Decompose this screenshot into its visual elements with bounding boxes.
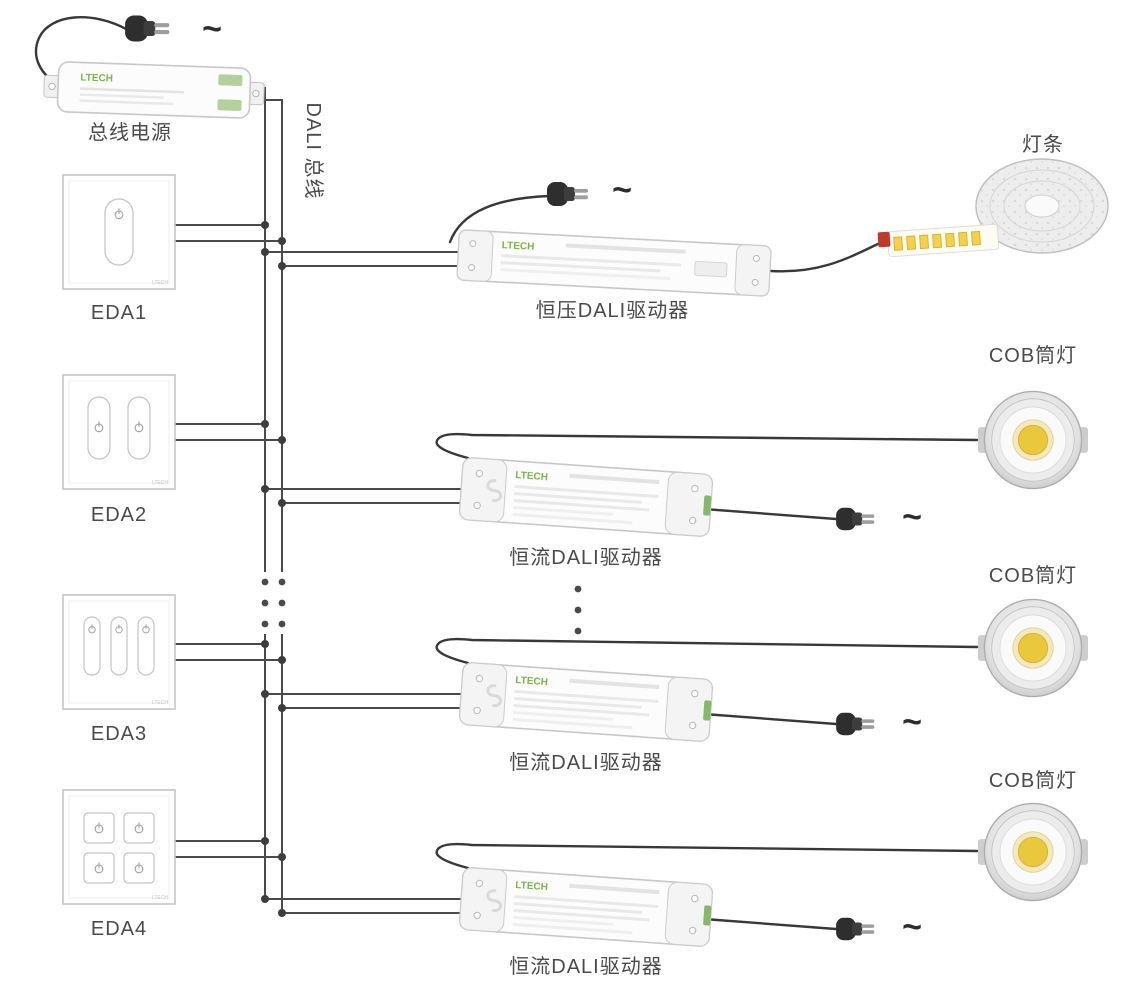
panel-connection-lines	[175, 224, 282, 858]
label-cob-2: COB筒灯	[988, 565, 1078, 587]
strip-connector	[877, 231, 891, 248]
panel-eda3: LTECH	[62, 594, 176, 710]
ac-plug-main	[125, 15, 170, 42]
label-led-strip: 灯条	[1022, 134, 1064, 156]
label-cc-driver-3: 恒流DALI驱动器	[509, 956, 663, 978]
label-eda2: EDA2	[90, 504, 148, 526]
cc-driver-1	[457, 455, 715, 539]
panel-brand-text: LTECH	[152, 895, 168, 901]
wires	[34, 16, 979, 931]
panel-eda2: LTECH	[62, 374, 176, 490]
output-wire-cc3	[435, 842, 979, 870]
touch-button	[137, 616, 155, 676]
drivers-continuation-dots	[574, 585, 582, 635]
ac-cord-cv	[448, 194, 551, 244]
label-bus-power: 总线电源	[88, 122, 172, 144]
panel-frame	[62, 374, 176, 490]
ac-cord-cc1	[702, 507, 838, 521]
output-wire-cc1	[435, 432, 979, 460]
touch-button	[83, 616, 101, 676]
ac-plug-cc3	[836, 917, 875, 941]
cc-driver-body	[457, 660, 715, 744]
panel-frame	[62, 789, 176, 905]
label-eda3: EDA3	[90, 723, 148, 745]
label-cob-1: COB筒灯	[988, 345, 1078, 367]
ac-symbol-cv: ~	[612, 170, 632, 209]
cv-driver-body	[456, 229, 772, 297]
touch-button	[110, 616, 128, 676]
strip-tail	[886, 223, 1000, 258]
cob-downlight-3	[978, 802, 1088, 902]
cc-driver-3	[457, 865, 715, 949]
led-strip-reel	[877, 158, 1109, 258]
label-cob-3: COB筒灯	[988, 770, 1078, 792]
dali-bus	[250, 87, 283, 913]
output-wire-cv	[769, 241, 882, 273]
ac-symbol-main: ~	[202, 9, 222, 48]
ac-cord-cc3	[702, 917, 838, 931]
ac-symbol-cc3: ~	[902, 907, 922, 946]
label-eda4: EDA4	[90, 918, 148, 940]
ac-plug-cv	[547, 182, 588, 206]
panel-brand-text: LTECH	[152, 280, 168, 286]
dali-bus-line-1-top	[250, 87, 266, 572]
cc-driver-2	[457, 660, 715, 744]
panel-eda4: LTECH	[62, 789, 176, 905]
label-cv-driver: 恒压DALI驱动器	[535, 300, 690, 322]
ac-plug-cc2	[836, 712, 875, 736]
ac-cord-cc2	[702, 712, 838, 726]
label-cc-driver-1: 恒流DALI驱动器	[509, 547, 663, 569]
label-dali-bus: DALI 总线	[302, 102, 324, 200]
driver-connection-lines	[265, 251, 466, 914]
label-cc-driver-2: 恒流DALI驱动器	[509, 752, 663, 774]
cc-driver-body	[457, 865, 715, 949]
cc-driver-body	[457, 455, 715, 539]
cob-downlight-2	[978, 598, 1088, 698]
panel-eda1: LTECH	[62, 174, 176, 290]
touch-button	[127, 396, 151, 460]
touch-button	[87, 396, 111, 460]
bus-continuation-dots	[261, 578, 286, 628]
psu-brand-text: LTECH	[80, 72, 113, 84]
bus-power-supply: LTECH	[43, 61, 265, 119]
panel-brand-text: LTECH	[152, 700, 168, 706]
cv-driver	[456, 229, 772, 297]
label-eda1: EDA1	[90, 302, 148, 324]
output-wire-cc2	[435, 637, 979, 665]
ac-symbol-cc2: ~	[902, 702, 922, 741]
ac-symbol-cc1: ~	[902, 497, 922, 536]
touch-button	[104, 198, 134, 266]
ac-plug-cc1	[836, 507, 875, 531]
junction-dots	[261, 221, 286, 917]
cob-downlight-1	[978, 390, 1088, 490]
ac-cord-main	[34, 16, 130, 84]
panel-brand-text: LTECH	[152, 480, 168, 486]
